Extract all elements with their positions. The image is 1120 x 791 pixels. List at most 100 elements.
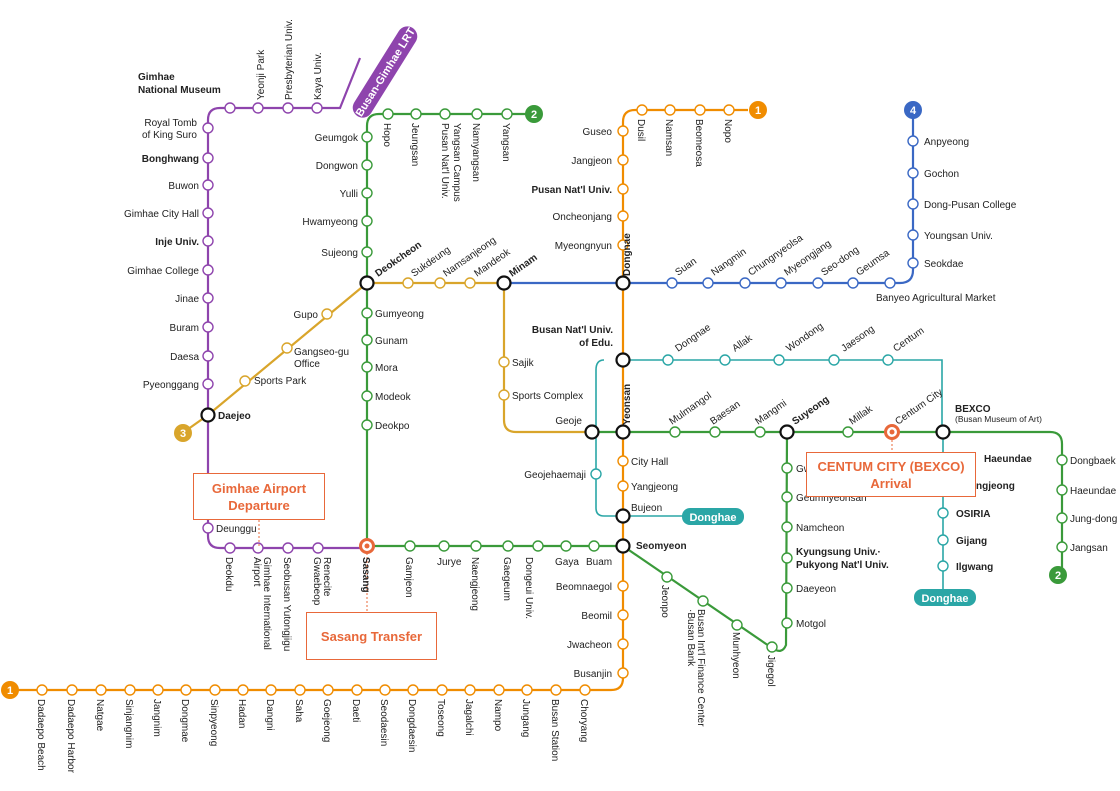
station-label-pusan-univ: Pusan Nat'l Univ.	[531, 185, 612, 196]
callout-sasang-label: Sasang Transfer	[320, 629, 423, 644]
station-label-modeok: Modeok	[375, 392, 412, 403]
line1-bottom-labels: Dadaepo Beach Dadaepo Harbor Natgae Sinj…	[35, 699, 589, 774]
highlight-stations	[359, 424, 900, 554]
station-label-dong-pusan: Dong-Pusan College	[924, 200, 1017, 211]
line1-path	[12, 108, 748, 692]
callout-centum-line2: Arrival	[870, 476, 912, 491]
station-label-osiria: OSIRIA	[956, 509, 990, 520]
station-label-guseo: Guseo	[583, 127, 613, 138]
station-label-wondong: Wondong	[784, 321, 825, 354]
station-label-suan: Suan	[673, 256, 698, 278]
station-label-jangsan: Jangsan	[1070, 543, 1108, 554]
station-label-dadaepo-beach: Dadaepo Beach	[35, 699, 46, 771]
station-label-gaya: Gaya	[555, 557, 579, 568]
station-label-gimhae-college: Gimhae College	[127, 266, 199, 277]
station-label-goejeong: Goejeong	[321, 699, 332, 742]
callout-centum-arrival: CENTUM CITY (BEXCO) Arrival	[806, 452, 976, 497]
station-label-jungdong-partial: ngjeong	[976, 481, 1015, 492]
badge-line4: 4	[904, 101, 922, 119]
station-label-gochon: Gochon	[924, 169, 959, 180]
station-label-pusan-yangsan-0: Pusan Nat'l Univ.	[439, 123, 450, 199]
station-label-allak: Allak	[730, 332, 755, 354]
station-label-dh-dongnae: Dongnae	[673, 322, 713, 355]
station-label-natgae: Natgae	[94, 699, 105, 732]
station-label-gwangan-partial: Gw	[796, 464, 812, 475]
label-gimhae-museum-1: Gimhae	[138, 72, 175, 83]
station-label-namsan: Namsan	[663, 119, 674, 156]
svg-text:3: 3	[180, 428, 186, 440]
station-label-deokdu: Deokdu	[223, 557, 234, 591]
station-label-geumgok: Geumgok	[315, 133, 359, 144]
svg-text:1: 1	[7, 685, 13, 697]
station-label-yeonji: Yeonji Park	[256, 49, 267, 100]
station-label-haeundae: Haeundae	[984, 454, 1032, 465]
labels: Gimhae National Museum Royal Tomb of Kin…	[35, 19, 1117, 774]
station-label-gupo: Gupo	[294, 310, 319, 321]
station-label-seobusan: Seobusan Yutongjigu	[281, 557, 292, 651]
station-label-mora: Mora	[375, 363, 398, 374]
svg-text:Donghae: Donghae	[921, 593, 968, 605]
station-label-baesan: Baesan	[708, 399, 742, 427]
badge-line1-bottom: 1	[1, 681, 19, 699]
station-label-mangmi: Mangmi	[753, 398, 788, 427]
svg-text:1: 1	[755, 105, 761, 117]
station-label-dongeui: Dongeui Univ.	[523, 557, 534, 619]
station-label-gimhae-city-hall: Gimhae City Hall	[124, 209, 199, 220]
station-label-dongbaek: Dongbaek	[1070, 456, 1117, 467]
station-label-bonghwang: Bonghwang	[142, 154, 199, 165]
station-label-jwacheon: Jwacheon	[567, 640, 612, 651]
station-label-royal-tomb-1: of King Suro	[142, 130, 197, 141]
station-label-royal-tomb-0: Royal Tomb	[144, 118, 197, 129]
station-label-gumyeong: Gumyeong	[375, 309, 424, 320]
station-label-seomyeon: Seomyeon	[636, 541, 687, 552]
station-label-geojehaemaji: Geojehaemaji	[524, 470, 586, 481]
station-label-deunggu: Deunggu	[216, 524, 257, 535]
station-label-naengjeong: Naengjeong	[469, 557, 480, 611]
line4-path	[504, 112, 915, 285]
station-label-daeyeon: Daeyeon	[796, 584, 836, 595]
station-label-bexco-sub: (Busan Museum of Art)	[955, 414, 1042, 424]
station-label-oncheonjang: Oncheonjang	[553, 212, 613, 223]
station-label-yangjeong: Yangjeong	[631, 482, 678, 493]
station-label-dongdaesin: Dongdaesin	[406, 699, 417, 752]
station-label-sports-complex: Sports Complex	[512, 391, 583, 402]
station-label-gaegeum: Gaegeum	[501, 557, 512, 601]
station-label-sinjangnim: Sinjangnim	[123, 699, 134, 748]
callout-gimhae-line1: Gimhae Airport	[211, 481, 307, 496]
station-label-bexco: BEXCO	[955, 404, 991, 415]
station-label-busan-edu-1: of Edu.	[579, 338, 613, 349]
station-label-busan-edu-0: Busan Nat'l Univ.	[532, 325, 613, 336]
badge-line2-top: 2	[525, 105, 543, 123]
station-label-millak: Millak	[847, 403, 875, 427]
station-label-buram: Buram	[170, 323, 199, 334]
station-label-sajik: Sajik	[512, 358, 535, 369]
station-label-hopo: Hopo	[381, 123, 392, 147]
station-label-jeonpo: Jeonpo	[659, 585, 670, 618]
station-label-jung-dong: Jung-dong	[1070, 514, 1117, 525]
callout-sasang-transfer: Sasang Transfer	[306, 612, 437, 660]
station-label-gwaebeop-0: Gwaebeop	[311, 557, 322, 606]
station-label-youngsan: Youngsan Univ.	[924, 231, 993, 242]
station-label-centum-city: Centum City	[893, 387, 944, 428]
station-label-daejeo: Daejeo	[218, 411, 251, 422]
station-label-jigegol: Jigegol	[765, 655, 776, 687]
station-label-gamjeon: Gamjeon	[403, 557, 414, 598]
station-label-sports-park: Sports Park	[254, 376, 307, 387]
station-label-city-hall: City Hall	[631, 457, 668, 468]
station-label-banyeo: Banyeo Agricultural Market	[876, 293, 996, 304]
callout-centum-line1: CENTUM CITY (BEXCO)	[817, 459, 965, 474]
station-label-busan-station: Busan Station	[549, 699, 560, 761]
station-label-seodaesin: Seodaesin	[378, 699, 389, 746]
station-label-ilgwang: Ilgwang	[956, 562, 993, 573]
badge-donghae-1: Donghae	[682, 508, 744, 525]
station-label-seokdae: Seokdae	[924, 259, 964, 270]
station-label-jurye: Jurye	[437, 557, 462, 568]
callout-gimhae-departure: Gimhae Airport Departure	[193, 473, 325, 520]
svg-text:Busan-Gimhae LRT: Busan-Gimhae LRT	[354, 26, 418, 119]
station-label-daesa: Daesa	[170, 352, 199, 363]
station-label-pusan-yangsan-1: Yangsan Campus	[451, 123, 462, 202]
station-label-jagalchi: Jagalchi	[463, 699, 474, 736]
station-label-geoje: Geoje	[555, 416, 582, 427]
station-label-namyangsan: Namyangsan	[470, 123, 481, 182]
station-label-sujeong: Sujeong	[321, 248, 358, 259]
